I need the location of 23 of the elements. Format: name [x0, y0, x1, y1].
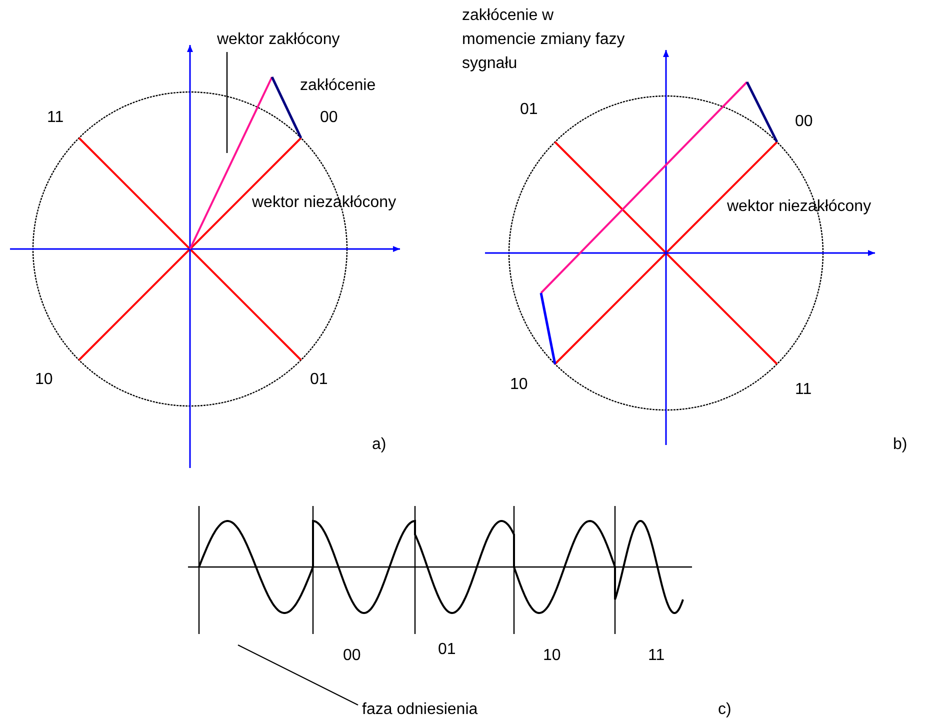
- annotation-text: zakłócenie: [300, 76, 376, 96]
- leader-line: [226, 52, 228, 153]
- bit-pair-label: 11: [795, 380, 812, 400]
- panel-label: c): [718, 700, 732, 720]
- bit-pair-label: 00: [343, 646, 361, 666]
- annotation-text: zakłócenie w momencie zmiany fazy sygnału: [462, 6, 626, 74]
- bit-pair-label: 10: [543, 646, 561, 666]
- bit-pair-label: 10: [35, 370, 53, 390]
- bit-pair-label: 01: [310, 370, 328, 390]
- bit-pair-label: 11: [47, 108, 64, 128]
- bit-pair-label: 01: [438, 640, 456, 660]
- leader-line: [238, 644, 358, 706]
- bit-pair-label: 00: [320, 108, 338, 128]
- annotation-text: wektor niezakłócony: [252, 193, 396, 213]
- bit-pair-label: 10: [510, 375, 528, 395]
- annotation-text: wektor zakłócony: [217, 30, 340, 50]
- panel-label: a): [372, 435, 386, 455]
- bit-pair-label: 01: [520, 100, 538, 120]
- panel-label: b): [893, 435, 908, 455]
- bit-pair-label: 11: [648, 646, 665, 666]
- bit-pair-label: 00: [795, 112, 813, 132]
- annotation-text: wektor niezakłócony: [727, 197, 872, 217]
- annotation-text: faza odniesienia: [362, 700, 478, 720]
